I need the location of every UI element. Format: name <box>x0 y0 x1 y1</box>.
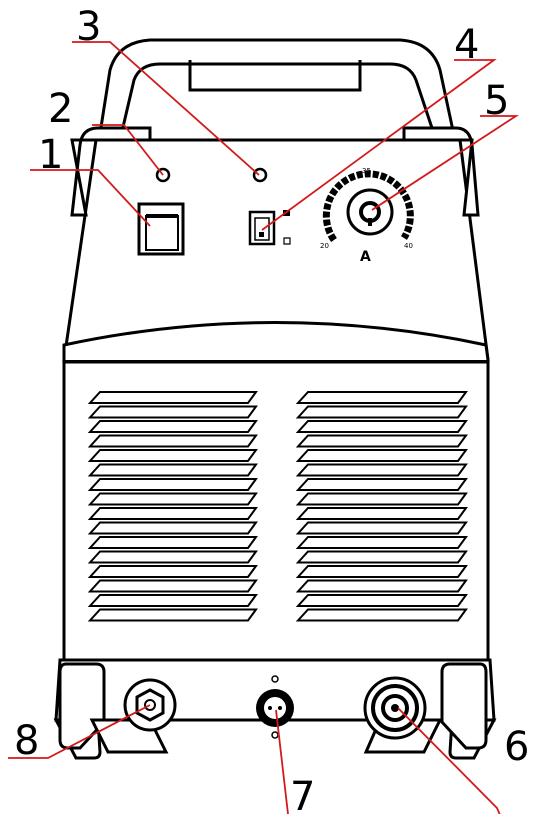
callout-3: 3 <box>76 4 101 50</box>
carry-handle <box>86 38 472 211</box>
connector-6 <box>363 676 427 740</box>
dial-max-label: 40 <box>404 242 413 250</box>
vent-slat <box>87 594 258 607</box>
callout-2: 2 <box>48 86 73 132</box>
vent-slat <box>295 478 468 491</box>
connector-7 <box>256 675 294 739</box>
vent-slat <box>295 405 468 419</box>
callout-8: 8 <box>14 718 39 764</box>
callout-5: 5 <box>484 78 509 124</box>
callout-line-2 <box>92 124 164 176</box>
mode-toggle-switch <box>248 210 291 246</box>
bottom-side-brackets <box>58 662 488 750</box>
panel-lip <box>62 321 490 361</box>
vent-slat <box>295 608 468 622</box>
dial-unit-label: A <box>360 249 371 265</box>
vent-slat <box>87 434 258 448</box>
vent-slat <box>87 463 258 477</box>
callout-lines <box>8 41 520 816</box>
vent-slat <box>87 449 258 462</box>
vent-slat <box>295 434 468 448</box>
callout-line-5 <box>371 115 520 211</box>
callout-line-4 <box>261 59 497 231</box>
vent-slat <box>87 391 258 404</box>
callout-line-1 <box>30 169 151 227</box>
vent-slat <box>87 507 258 520</box>
vent-slat <box>295 565 468 578</box>
dial-min-label: 20 <box>320 242 329 250</box>
vent-slat <box>295 507 468 520</box>
callout-line-7 <box>275 709 289 815</box>
callout-line-8 <box>8 704 151 759</box>
vent-slat <box>87 405 258 419</box>
vent-slat <box>295 521 468 535</box>
current-dial <box>322 170 414 243</box>
vent-slat <box>87 579 258 593</box>
callout-6: 6 <box>504 724 529 770</box>
callout-4: 4 <box>454 22 479 68</box>
vent-slat <box>295 492 468 506</box>
callout-1: 1 <box>38 132 63 178</box>
vent-slat <box>87 478 258 491</box>
dial-mid-label: 35 <box>362 167 371 175</box>
power-switch <box>137 202 185 256</box>
vent-slat <box>295 420 468 433</box>
vent-slat <box>295 449 468 462</box>
vent-slat <box>295 594 468 607</box>
vent-slat <box>87 492 258 506</box>
vent-slat <box>295 550 468 564</box>
vent-grille-right <box>295 391 468 622</box>
vent-slat <box>87 565 258 578</box>
vent-slat <box>87 536 258 549</box>
vent-slat <box>295 536 468 549</box>
indicator-lamp-3 <box>252 167 268 183</box>
vent-slat <box>295 391 468 404</box>
vent-slat <box>87 608 258 622</box>
vent-slat <box>87 420 258 433</box>
side-brackets <box>70 126 480 217</box>
vent-slat <box>87 550 258 564</box>
callout-7: 7 <box>290 774 315 814</box>
vent-slat <box>295 463 468 477</box>
vent-slat <box>87 521 258 535</box>
vent-slat <box>295 579 468 593</box>
callout-line-3 <box>72 41 260 176</box>
vent-grille-left <box>87 391 258 622</box>
